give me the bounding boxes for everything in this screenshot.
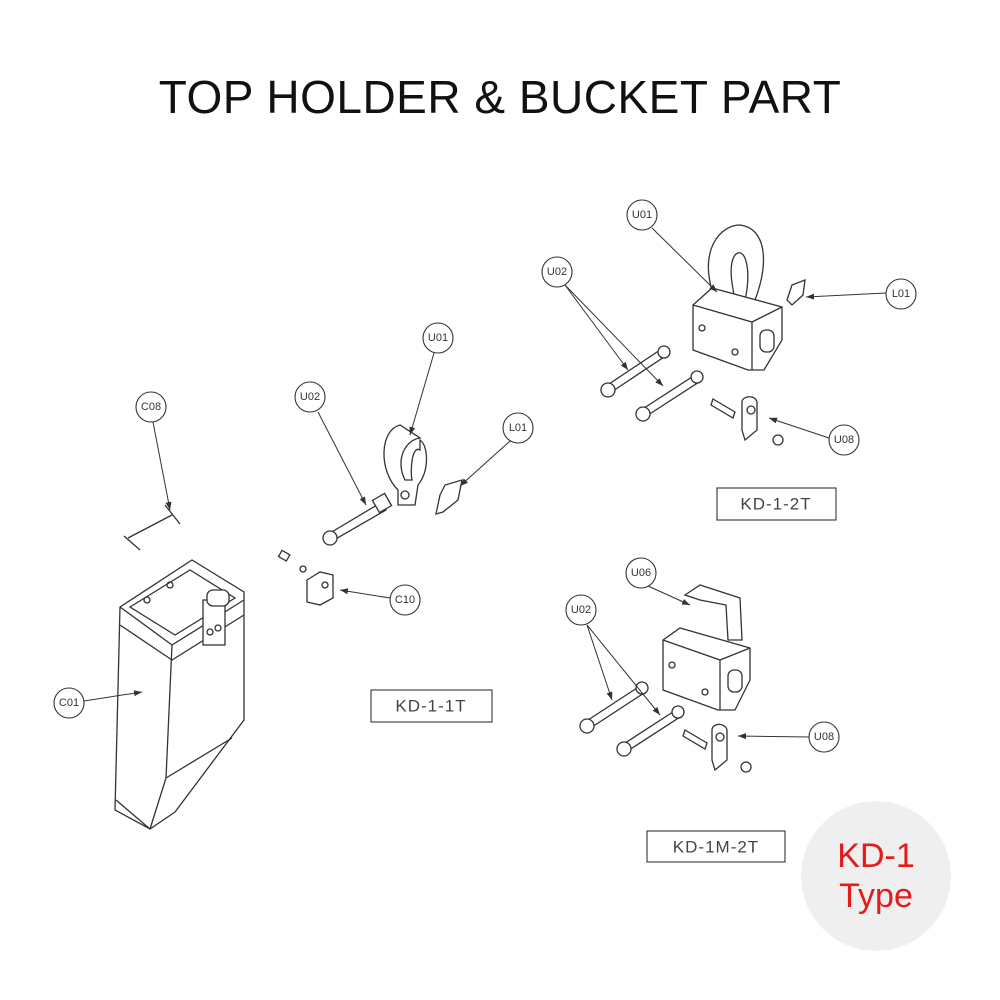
model-label-kd-1m-2t: KD-1M-2T <box>646 830 786 863</box>
svg-text:U01: U01 <box>428 332 448 344</box>
clevis-part <box>710 396 784 446</box>
type-badge: KD-1 Type <box>801 801 951 951</box>
svg-text:U02: U02 <box>300 391 320 403</box>
callout-u02: U02 <box>565 594 597 626</box>
latch-part <box>435 479 463 515</box>
bolt-part <box>579 681 685 757</box>
type-badge-label: Type <box>839 877 913 915</box>
svg-text:KD-1-2T: KD-1-2T <box>740 495 811 514</box>
svg-text:U08: U08 <box>814 731 834 743</box>
callout-u06: U06 <box>625 557 657 589</box>
callout-c08: C08 <box>135 391 167 423</box>
svg-text:KD-1M-2T: KD-1M-2T <box>673 838 759 857</box>
holder-part <box>662 584 751 711</box>
hook-part <box>383 424 428 506</box>
model-label-kd-1-1t: KD-1-1T <box>370 689 493 723</box>
svg-text:U02: U02 <box>547 266 567 278</box>
bolt-part <box>322 492 393 546</box>
callout-u02: U02 <box>541 256 573 288</box>
svg-text:U06: U06 <box>631 567 651 579</box>
svg-text:U01: U01 <box>632 209 652 221</box>
callout-l01: L01 <box>502 412 534 444</box>
latch-part <box>786 279 806 306</box>
svg-text:C08: C08 <box>141 401 161 413</box>
callout-u01: U01 <box>626 199 658 231</box>
callout-u01: U01 <box>422 322 454 354</box>
callout-c01: C01 <box>53 687 85 719</box>
page-title: TOP HOLDER & BUCKET PART <box>158 71 842 123</box>
callout-l01: L01 <box>885 278 917 310</box>
svg-text:U02: U02 <box>571 604 591 616</box>
svg-text:KD-1-1T: KD-1-1T <box>395 697 466 716</box>
callout-u08: U08 <box>828 424 860 456</box>
assembly-kd-1m-2t: U06 U02 U08 KD-1M-2T <box>565 557 840 863</box>
assembly-kd-1-1t: C08 U02 U01 L01 C10 C01 KD-1-1T <box>53 322 534 830</box>
pin-part <box>123 504 181 551</box>
type-badge-model: KD-1 <box>837 837 915 875</box>
assembly-kd-1-2t: U01 U02 L01 U08 KD-1-2T <box>541 199 917 521</box>
svg-text:C01: C01 <box>59 697 79 709</box>
svg-text:L01: L01 <box>892 288 910 300</box>
bucket-part <box>114 559 245 830</box>
bracket-part <box>277 549 334 606</box>
callout-c10: C10 <box>389 584 421 616</box>
clevis-part <box>682 723 752 773</box>
bolt-part <box>600 345 704 422</box>
holder-part <box>692 224 783 371</box>
callout-u02: U02 <box>294 381 326 413</box>
callout-u08: U08 <box>808 721 840 753</box>
svg-text:L01: L01 <box>509 422 527 434</box>
svg-text:C10: C10 <box>395 594 415 606</box>
model-label-kd-1-2t: KD-1-2T <box>716 487 837 521</box>
svg-text:U08: U08 <box>834 434 854 446</box>
